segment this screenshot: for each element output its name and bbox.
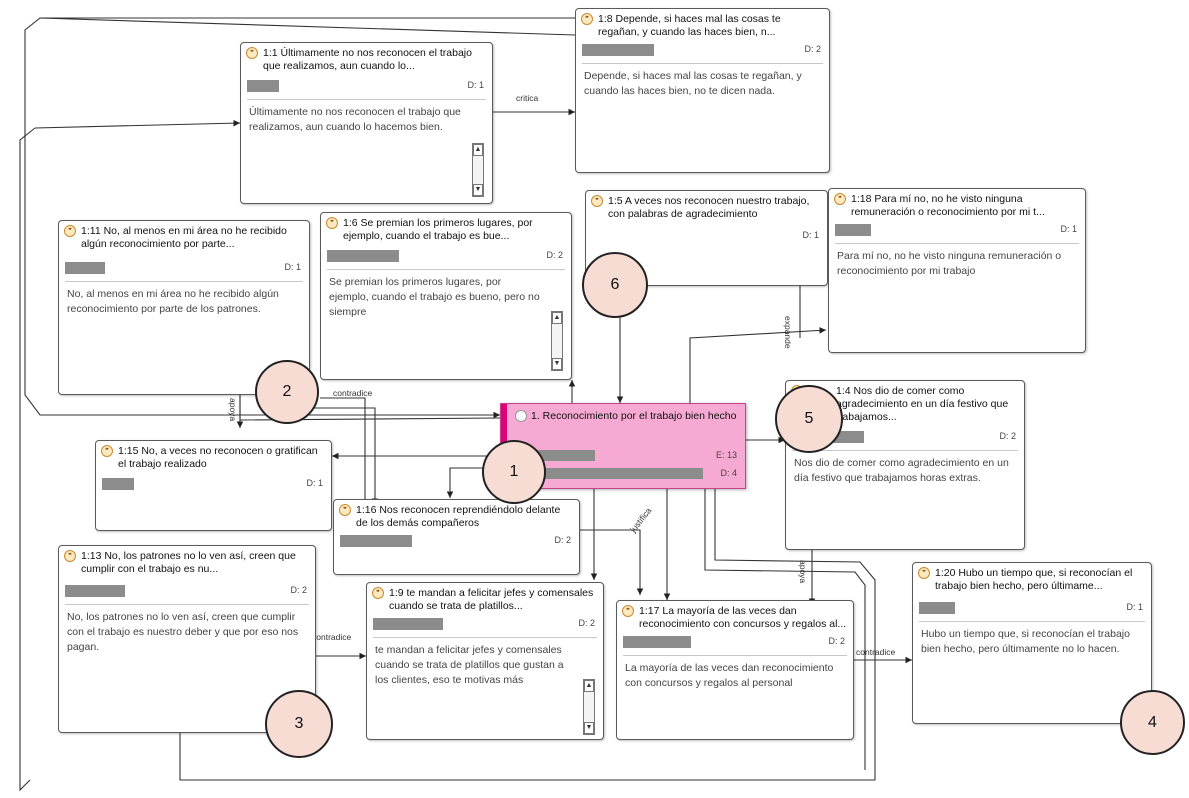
density-bar — [65, 262, 105, 274]
quotation-icon: ❞ — [581, 13, 593, 25]
quotation-text: No, los patrones no lo ven así, creen qu… — [67, 611, 299, 653]
scroll-down-icon[interactable]: ▼ — [552, 358, 562, 370]
quotation-node-1-18[interactable]: ❞ 1:18 Para mí no, no he visto ninguna re… — [828, 188, 1086, 353]
density-bar — [919, 602, 955, 614]
groundedness-count: E: 13 — [715, 450, 737, 460]
quotation-icon: ❞ — [101, 445, 113, 457]
density-bar — [247, 80, 279, 92]
scroll-up-icon[interactable]: ▲ — [552, 312, 562, 324]
scrollbar[interactable]: ▲▼ — [583, 679, 595, 735]
quotation-title: 1:16 Nos reconocen reprendiéndolo delant… — [356, 504, 561, 529]
density-bar — [327, 250, 399, 262]
scroll-down-icon[interactable]: ▼ — [584, 722, 594, 734]
quotation-text: Hubo un tiempo que, si reconocían el tra… — [921, 628, 1130, 655]
quotation-icon: ❞ — [622, 605, 634, 617]
quotation-node-1-9[interactable]: ❞ 1:9 te mandan a felicitar jefes y comen… — [366, 582, 604, 740]
quotation-title: 1:13 No, los patrones no lo ven así, cre… — [81, 550, 296, 575]
marker-5: 5 — [775, 385, 843, 453]
quotation-icon: ❞ — [918, 567, 930, 579]
density-count: D: 2 — [554, 535, 571, 545]
quotation-title: 1:5 A veces nos reconocen nuestro trabaj… — [608, 195, 810, 220]
quotation-title: 1:15 No, a veces no reconocen o gratific… — [118, 445, 318, 470]
density-bar — [65, 585, 125, 597]
quotation-text: te mandan a felicitar jefes y comensales… — [375, 644, 564, 686]
marker-6: 6 — [582, 252, 648, 318]
density-bar — [340, 535, 412, 547]
quotation-text: No, al menos en mi área no he recibido a… — [67, 288, 279, 315]
scroll-down-icon[interactable]: ▼ — [473, 184, 483, 196]
quotation-text: Últimamente no nos reconocen el trabajo … — [249, 106, 461, 133]
marker-4: 4 — [1120, 690, 1185, 755]
code-icon — [515, 410, 527, 422]
relation-label-apoya-2: apoya — [798, 560, 808, 584]
scrollbar[interactable]: ▲▼ — [472, 143, 484, 197]
density-bar — [102, 478, 134, 490]
quotation-title: 1:6 Se premian los primeros lugares, por… — [343, 217, 533, 242]
density-count: D: 2 — [546, 250, 563, 260]
quotation-icon: ❞ — [64, 225, 76, 237]
quotation-text: Nos dio de comer como agradecimiento en … — [794, 457, 1009, 484]
density-count: D: 2 — [828, 636, 845, 646]
quotation-text: Se premian los primeros lugares, por eje… — [329, 276, 540, 318]
relation-label-contradice: contradice — [333, 388, 373, 398]
quotation-node-1-6[interactable]: ❞ 1:6 Se premian los primeros lugares, po… — [320, 212, 572, 380]
density-bar — [531, 468, 703, 479]
quotation-node-1-17[interactable]: ❞ 1:17 La mayoría de las veces dan recono… — [616, 600, 854, 740]
marker-3: 3 — [265, 690, 333, 758]
scroll-up-icon[interactable]: ▲ — [473, 144, 483, 156]
quotation-icon: ❞ — [64, 550, 76, 562]
relation-label-apoya: apoya — [228, 398, 238, 422]
quotation-icon: ❞ — [591, 195, 603, 207]
quotation-title: 1:20 Hubo un tiempo que, si reconocían e… — [935, 567, 1133, 592]
density-count: D: 2 — [804, 44, 821, 54]
density-count: D: 1 — [1060, 224, 1077, 234]
marker-1: 1 — [482, 440, 546, 504]
relation-label-critica: critica — [516, 93, 539, 103]
quotation-node-1-5[interactable]: ❞ 1:5 A veces nos reconocen nuestro traba… — [585, 190, 828, 286]
density-count: D: 2 — [999, 431, 1016, 441]
density-bar — [373, 618, 443, 630]
quotation-icon: ❞ — [339, 504, 351, 516]
scrollbar[interactable]: ▲▼ — [551, 311, 563, 371]
quotation-text: La mayoría de las veces dan reconocimien… — [625, 662, 834, 689]
quotation-text: Depende, si haces mal las cosas te regañ… — [584, 70, 802, 97]
quotation-node-1-16[interactable]: ❞ 1:16 Nos reconocen reprendiéndolo delan… — [333, 499, 580, 575]
quotation-title: 1:18 Para mí no, no he visto ninguna rem… — [851, 193, 1045, 218]
quotation-icon: ❞ — [834, 193, 846, 205]
density-bar — [835, 224, 871, 236]
density-count: D: 2 — [290, 585, 307, 595]
quotation-title: 1:11 No, al menos en mi área no he recib… — [81, 225, 287, 250]
quotation-icon: ❞ — [246, 47, 258, 59]
marker-2: 2 — [255, 360, 319, 424]
quotation-node-1-15[interactable]: ❞ 1:15 No, a veces no reconocen o gratifi… — [95, 440, 332, 531]
quotation-node-1-1[interactable]: ❞ 1:1 Últimamente no nos reconocen el tra… — [240, 42, 493, 204]
quotation-title: 1:8 Depende, si haces mal las cosas te r… — [598, 13, 781, 38]
quotation-text: Para mí no, no he visto ninguna remunera… — [837, 250, 1062, 277]
density-bar — [582, 44, 654, 56]
quotation-node-1-20[interactable]: ❞ 1:20 Hubo un tiempo que, si reconocían … — [912, 562, 1152, 724]
density-bar — [623, 636, 691, 648]
density-count: D: 1 — [467, 80, 484, 90]
relation-label-contradice-3: contradice — [856, 647, 896, 657]
density-count: D: 1 — [306, 478, 323, 488]
quotation-title: 1:17 La mayoría de las veces dan reconoc… — [639, 605, 847, 630]
density-count: D: 2 — [578, 618, 595, 628]
quotation-icon: ❞ — [326, 217, 338, 229]
density-count: D: 1 — [1126, 602, 1143, 612]
density-count: D: 1 — [284, 262, 301, 272]
scroll-up-icon[interactable]: ▲ — [584, 680, 594, 692]
quotation-icon: ❞ — [372, 587, 384, 599]
quotation-title: 1:1 Últimamente no nos reconocen el trab… — [263, 47, 472, 72]
code-node-central[interactable]: 1. Reconocimiento por el trabajo bien he… — [500, 403, 746, 489]
groundedness-bar — [531, 450, 595, 461]
quotation-node-1-8[interactable]: ❞ 1:8 Depende, si haces mal las cosas te … — [575, 8, 830, 173]
quotation-title: 1:4 Nos dio de comer como agradecimiento… — [836, 385, 1009, 423]
relation-label-contradice-2: contradice — [312, 632, 352, 642]
relation-label-expande: expande — [783, 316, 793, 349]
density-count: D: 4 — [720, 468, 737, 478]
quotation-title: 1:9 te mandan a felicitar jefes y comens… — [389, 587, 594, 612]
density-count: D: 1 — [802, 230, 819, 240]
code-title: 1. Reconocimiento por el trabajo bien he… — [531, 410, 737, 422]
